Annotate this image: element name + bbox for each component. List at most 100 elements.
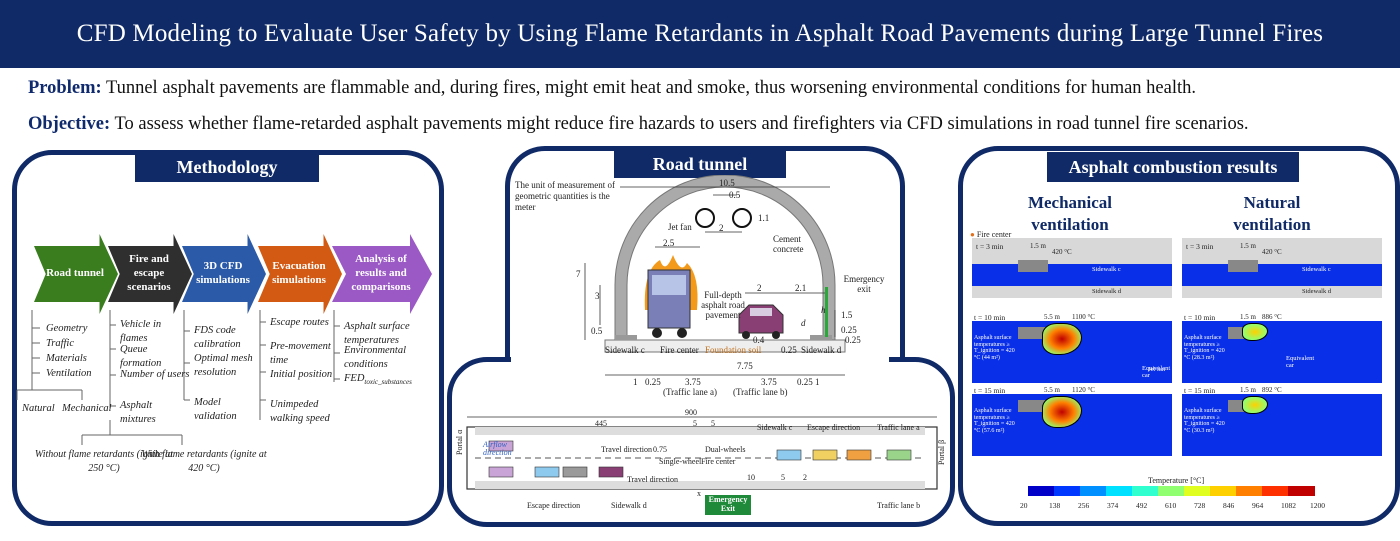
methodology-lines bbox=[16, 310, 340, 445]
map-hot-n-2 bbox=[1242, 396, 1268, 414]
scale-swatch-8 bbox=[1236, 486, 1263, 496]
dim-h15: 1.5 bbox=[841, 310, 853, 320]
foundation-label: Foundation soil bbox=[705, 345, 762, 355]
map-swc-m: Sidewalk c bbox=[1092, 266, 1121, 273]
map-car-m-1 bbox=[1018, 327, 1048, 339]
map-hot-m-1 bbox=[1042, 323, 1082, 355]
scale-tick-6: 728 bbox=[1194, 501, 1206, 510]
plan-l445: 445 bbox=[595, 419, 607, 428]
vent-mechanical: Mechanical bbox=[62, 403, 112, 414]
method-item-1-3: Asphalt mixtures bbox=[120, 400, 156, 426]
map-car-m-2 bbox=[1018, 400, 1048, 412]
plan-single: Single-wheel bbox=[659, 457, 702, 466]
dim-b1b: 1 bbox=[815, 377, 820, 387]
plan-escape-top: Escape direction bbox=[807, 423, 861, 432]
plan-len: 900 bbox=[685, 408, 697, 417]
plan-l075: 0.75 bbox=[653, 445, 667, 454]
objective-label: Objective: bbox=[28, 114, 111, 134]
plan-vehicle-5 bbox=[776, 449, 802, 461]
method-item-4-2: FEDtoxic_substances bbox=[344, 373, 412, 387]
dim-lane-a: 3.75 bbox=[685, 377, 701, 387]
method-item-3-3: Unimpeded walking speed bbox=[270, 399, 330, 425]
scale-tick-8: 964 bbox=[1252, 501, 1264, 510]
map-asph-m-1: Asphalt surface temperatures ≥ T_ignitio… bbox=[974, 335, 1015, 361]
objective-text: To assess whether flame-retarded asphalt… bbox=[114, 114, 1249, 134]
dim-lane-b: 3.75 bbox=[761, 377, 777, 387]
plan-vehicle-3 bbox=[562, 466, 588, 478]
map-asph-n-2: Asphalt surface temperatures ≥ T_ignitio… bbox=[1184, 408, 1225, 434]
plan-dual: Dual-wheels bbox=[705, 445, 746, 454]
plan-lane-a: Traffic lane a bbox=[877, 423, 920, 432]
results-title: Asphalt combustion results bbox=[1047, 152, 1299, 182]
problem-line: Problem: Tunnel asphalt pavements are fl… bbox=[28, 78, 1196, 99]
plan-vehicle-7 bbox=[846, 449, 872, 461]
map-field-m-0 bbox=[972, 264, 1172, 286]
results-title-text: Asphalt combustion results bbox=[1068, 156, 1278, 177]
dim-b025: 0.25 bbox=[645, 377, 661, 387]
flow-step-0: Road tunnel bbox=[34, 234, 118, 314]
scale-swatch-2 bbox=[1080, 486, 1107, 496]
scale-swatch-0 bbox=[1028, 486, 1055, 496]
flow-step-2: 3D CFD simulations bbox=[182, 234, 266, 314]
method-item-4-0: Asphalt surface temperatures bbox=[344, 321, 410, 347]
map-swd-n: Sidewalk d bbox=[1302, 288, 1332, 295]
map-temp-m-0: 420 °C bbox=[1052, 248, 1072, 256]
map-field-n-1 bbox=[1182, 321, 1382, 383]
scale-tick-10: 1200 bbox=[1310, 501, 1325, 510]
map-dim-n-2: 1.5 m bbox=[1240, 386, 1256, 394]
plan-l5a: 5 bbox=[693, 419, 697, 428]
map-asph-m-2: Asphalt surface temperatures ≥ T_ignitio… bbox=[974, 408, 1015, 434]
method-item-3-0: Escape routes bbox=[270, 317, 329, 328]
plan-vehicle-1 bbox=[488, 466, 514, 478]
flow-step-3: Evacuation simulations bbox=[258, 234, 342, 314]
objective-line: Objective: To assess whether flame-retar… bbox=[28, 114, 1249, 135]
plan-emergency: Emergency Exit bbox=[705, 495, 751, 515]
method-item-2-2: Model validation bbox=[194, 397, 237, 423]
map-field-n-2 bbox=[1182, 394, 1382, 456]
method-item-3-2: Initial position bbox=[270, 369, 333, 380]
map-car-m-0 bbox=[1018, 260, 1048, 272]
map-dim-n-1: 1.5 m bbox=[1240, 313, 1256, 321]
tunnel-title-text: Road tunnel bbox=[652, 153, 748, 174]
plan-travel2: Travel direction bbox=[627, 475, 679, 484]
plan-vehicle-4 bbox=[598, 466, 624, 478]
method-item-2-0: FDS code calibration bbox=[194, 325, 241, 351]
map-temp-n-0: 420 °C bbox=[1262, 248, 1282, 256]
plan-vehicle-6 bbox=[812, 449, 838, 461]
dim-h7: 7 bbox=[576, 269, 581, 279]
problem-text: Tunnel asphalt pavements are flammable a… bbox=[105, 78, 1196, 98]
map-time-n-2: t = 15 min bbox=[1184, 386, 1216, 395]
col-mechanical-title: Mechanical ventilation bbox=[1027, 193, 1113, 235]
method-item-0-3: Ventilation bbox=[46, 368, 92, 379]
dim-width: 10.5 bbox=[719, 178, 735, 188]
scale-tick-1: 138 bbox=[1049, 501, 1061, 510]
scale-tick-0: 20 bbox=[1020, 501, 1028, 510]
methodology-title: Methodology bbox=[135, 152, 319, 182]
dim-fan-gap: 2 bbox=[719, 223, 724, 233]
scale-tick-5: 610 bbox=[1165, 501, 1177, 510]
map-time-n-0: t = 3 min bbox=[1186, 242, 1214, 251]
temperature-scale bbox=[1028, 486, 1315, 496]
dim-d2: 2 bbox=[757, 283, 762, 293]
scale-swatch-3 bbox=[1106, 486, 1133, 496]
scale-swatch-6 bbox=[1184, 486, 1211, 496]
plan-fire: Fire center bbox=[701, 457, 736, 466]
lane-b-label: (Traffic lane b) bbox=[733, 387, 788, 397]
plan-l5b: 5 bbox=[711, 419, 715, 428]
fire-center-label: Fire center bbox=[660, 345, 699, 355]
map-swd-m: Sidewalk d bbox=[1092, 288, 1122, 295]
dim-h3: 3 bbox=[595, 291, 600, 301]
map-time-m-1: t = 10 min bbox=[974, 313, 1006, 322]
dim-h025b: 0.25 bbox=[845, 335, 861, 345]
flow-step-4: Analysis of results and comparisons bbox=[332, 234, 432, 314]
without-flame-retardants: Without flame retardants (ignite at 250 … bbox=[34, 449, 174, 474]
scale-swatch-5 bbox=[1158, 486, 1185, 496]
dim-h05: 0.5 bbox=[591, 326, 603, 336]
plan-airflow: Airflow direction bbox=[483, 440, 512, 457]
methodology-title-text: Methodology bbox=[176, 156, 278, 177]
dim-fan-off: 2.5 bbox=[663, 238, 675, 248]
plan-escape-bottom: Escape direction bbox=[527, 501, 581, 510]
